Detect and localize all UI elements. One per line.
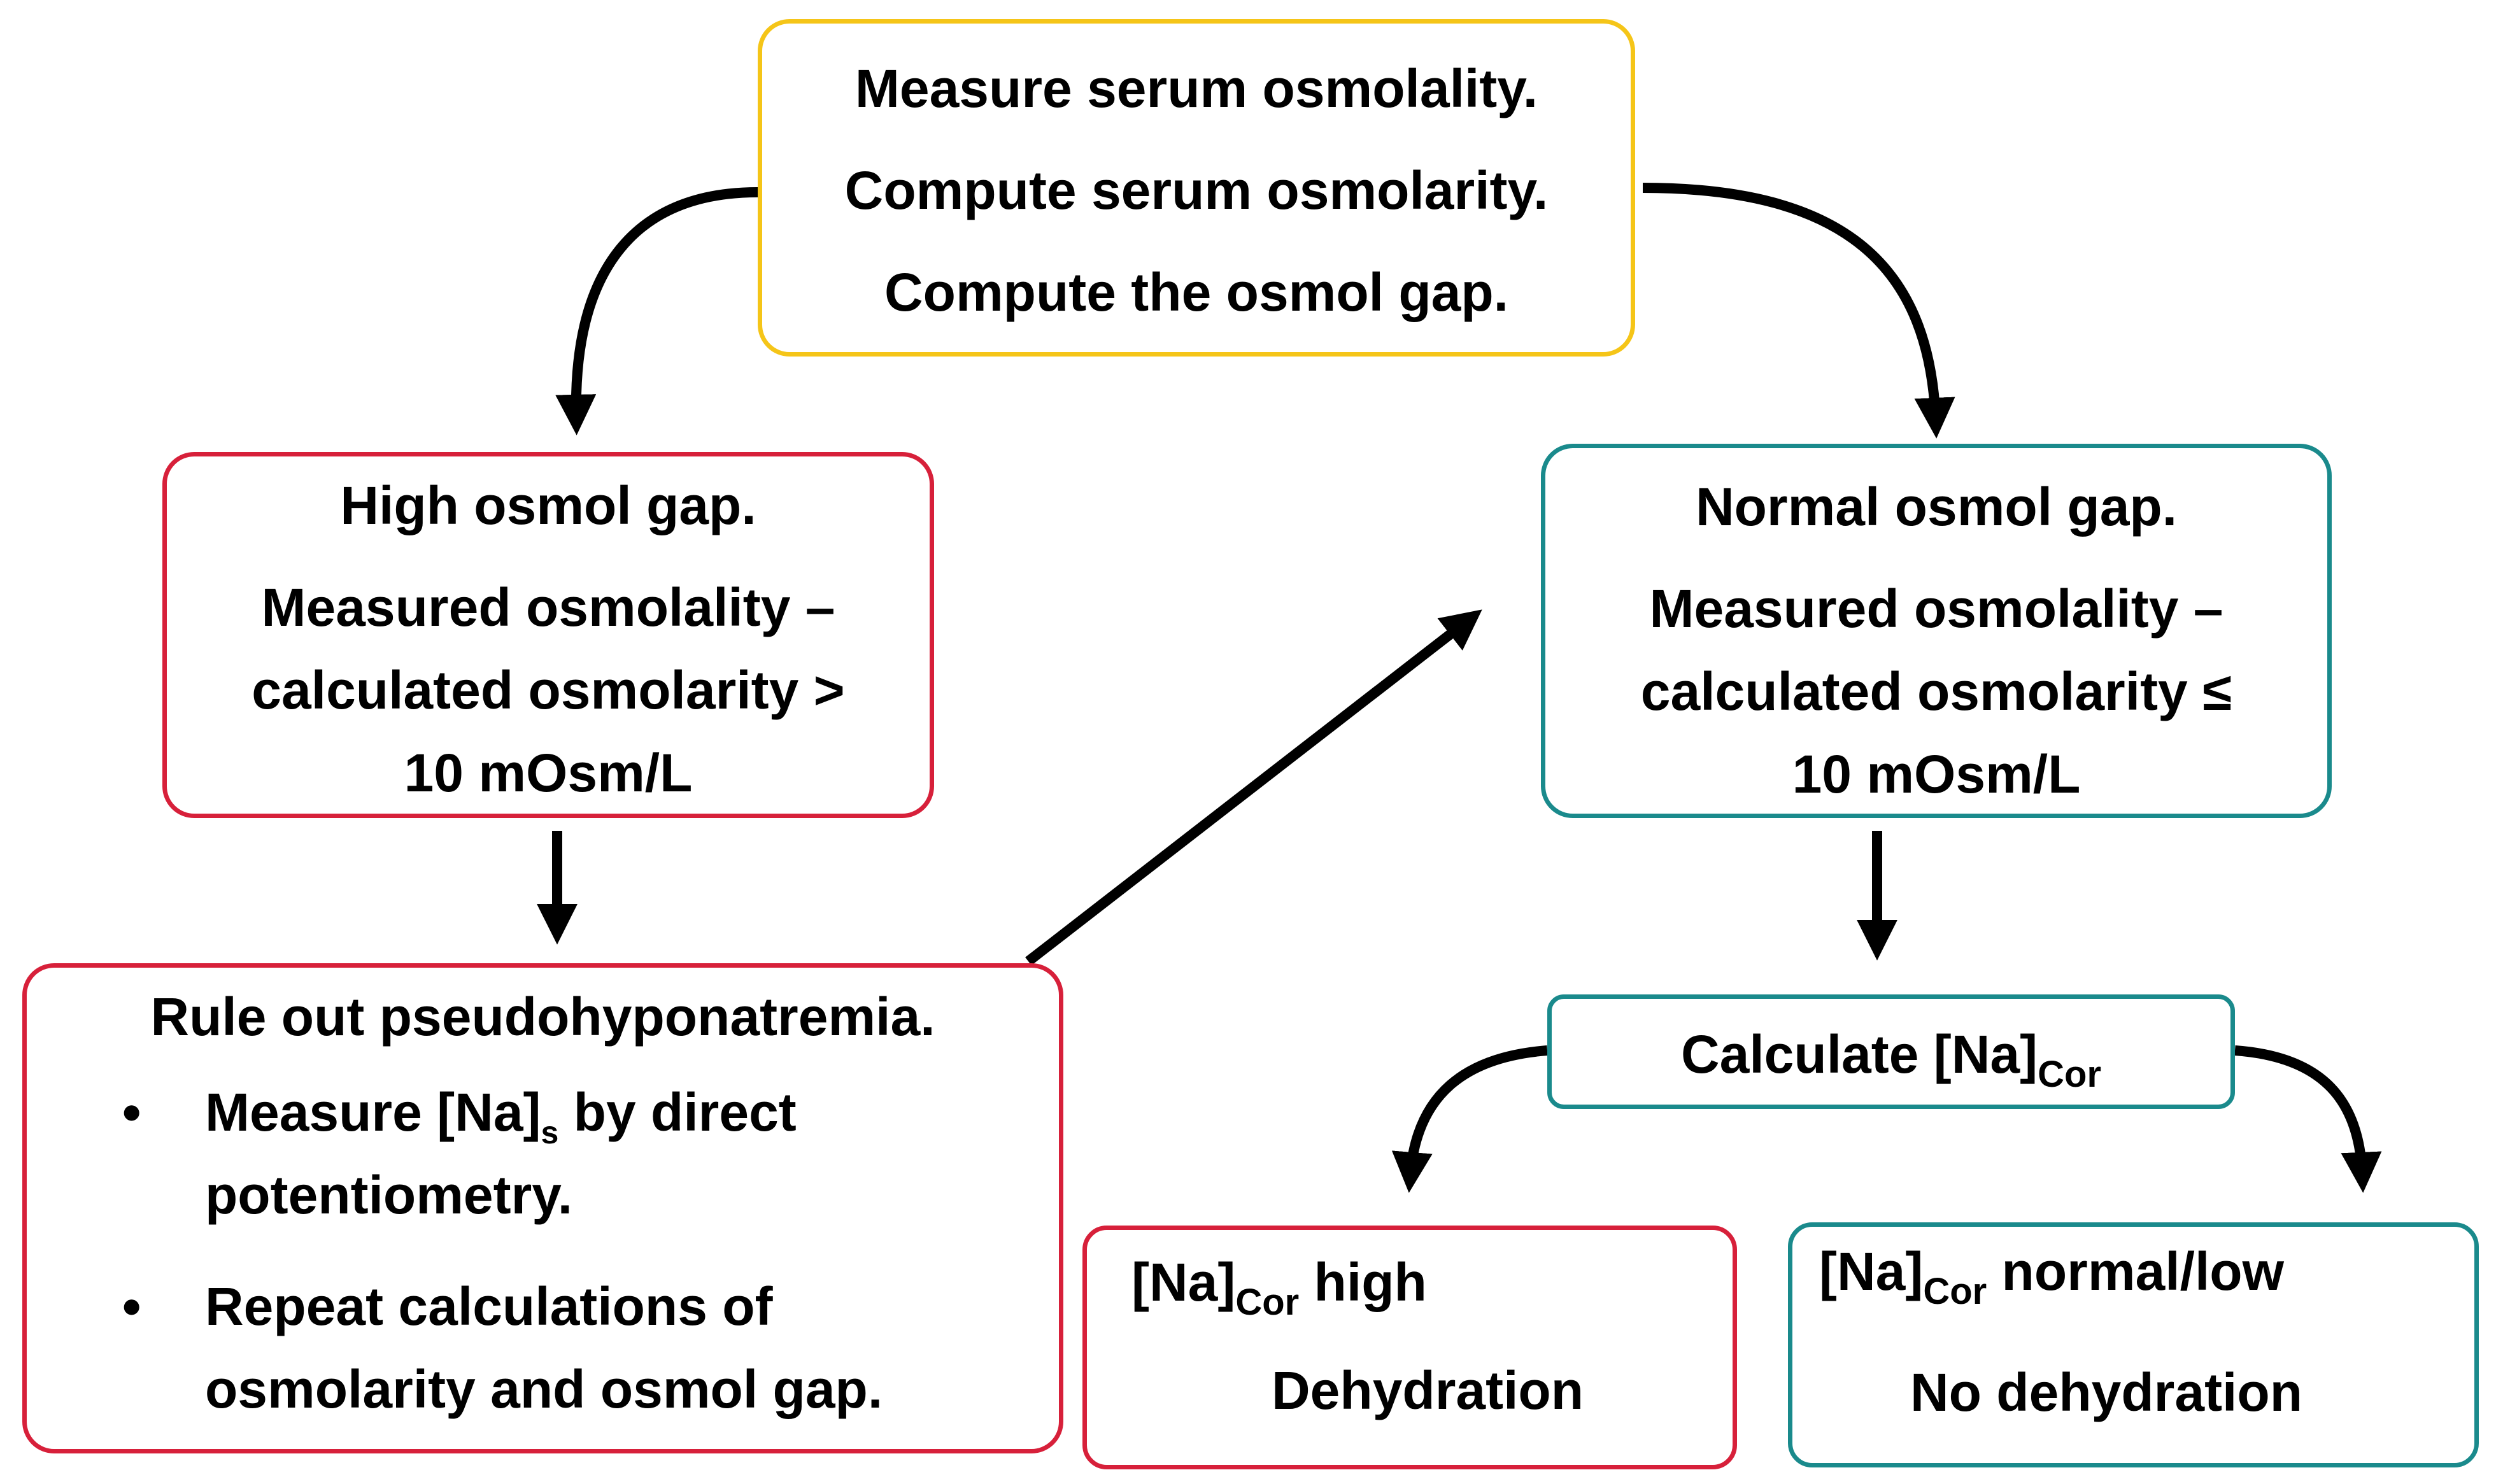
normal-gap-line-1: Measured osmolality – [1649, 579, 2223, 639]
calculate-box: Calculate [Na]Cor [1547, 994, 2235, 1109]
start-line-2: Compute serum osmolarity. [844, 160, 1549, 220]
bullet-1-subscript: s [541, 1115, 559, 1150]
bullet-2-line-1: Repeat calculations of [205, 1276, 773, 1336]
start-line-1: Measure serum osmolality. [854, 59, 1538, 118]
na-normal-line-2: No dehydration [1910, 1362, 2303, 1422]
na-normal-subscript: Cor [1923, 1271, 1987, 1312]
na-normal-suffix: normal/low [1987, 1241, 2284, 1301]
bullet-1-line-1: Measure [Na]s by direct [205, 1082, 797, 1148]
calculate-subscript: Cor [2038, 1054, 2102, 1095]
start-line-3: Compute the osmol gap. [884, 262, 1509, 322]
normal-gap-title: Normal osmol gap. [1695, 477, 2178, 537]
high-gap-line-2: calculated osmolarity > [252, 660, 845, 720]
arrow-calculate-to-na-normal [2234, 1045, 2382, 1193]
na-high-line-2: Dehydration [1272, 1360, 1584, 1420]
na-high-line-1: [Na]Cor high [1131, 1252, 1427, 1321]
na-normal-line-1: [Na]Cor normal/low [1819, 1245, 2284, 1310]
na-normal-box: [Na]Cor normal/low No dehydration [1788, 1222, 2479, 1467]
bullet-2-line-2: osmolarity and osmol gap. [205, 1359, 883, 1419]
na-high-suffix: high [1299, 1252, 1427, 1312]
normal-gap-line-2: calculated osmolarity ≤ [1640, 661, 2232, 721]
normal-gap-box: Normal osmol gap. Measured osmolality – … [1541, 444, 2332, 818]
na-normal-prefix: [Na] [1819, 1241, 1924, 1301]
high-gap-line-3: 10 mOsm/L [404, 743, 693, 803]
arrow-ruleout-to-normal [1025, 609, 1482, 966]
bullet-1-line-2: potentiometry. [205, 1165, 573, 1225]
high-gap-title: High osmol gap. [340, 476, 756, 535]
arrow-start-to-high [555, 187, 758, 435]
rule-out-title: Rule out pseudohyponatremia. [150, 987, 935, 1047]
arrow-start-to-normal [1642, 183, 1955, 439]
bullet-1-prefix: Measure [Na] [205, 1082, 541, 1142]
bullet-1-suffix: by direct [558, 1082, 797, 1142]
na-high-prefix: [Na] [1131, 1252, 1236, 1312]
calculate-label: Calculate [Na]Cor [1552, 1028, 2230, 1093]
rule-out-box: Rule out pseudohyponatremia. • Measure [… [22, 963, 1063, 1453]
na-high-subscript: Cor [1235, 1282, 1300, 1323]
na-high-box: [Na]Cor high Dehydration [1082, 1226, 1737, 1469]
calculate-prefix: Calculate [Na] [1680, 1024, 2038, 1084]
normal-gap-line-3: 10 mOsm/L [1792, 744, 2081, 804]
bullet-2-marker: • [122, 1276, 141, 1336]
high-gap-box: High osmol gap. Measured osmolality – ca… [162, 452, 934, 818]
start-box: Measure serum osmolality. Compute serum … [758, 19, 1635, 357]
high-gap-line-1: Measured osmolality – [261, 577, 835, 637]
bullet-1-marker: • [122, 1082, 141, 1142]
arrow-calculate-to-na-high [1391, 1045, 1548, 1193]
